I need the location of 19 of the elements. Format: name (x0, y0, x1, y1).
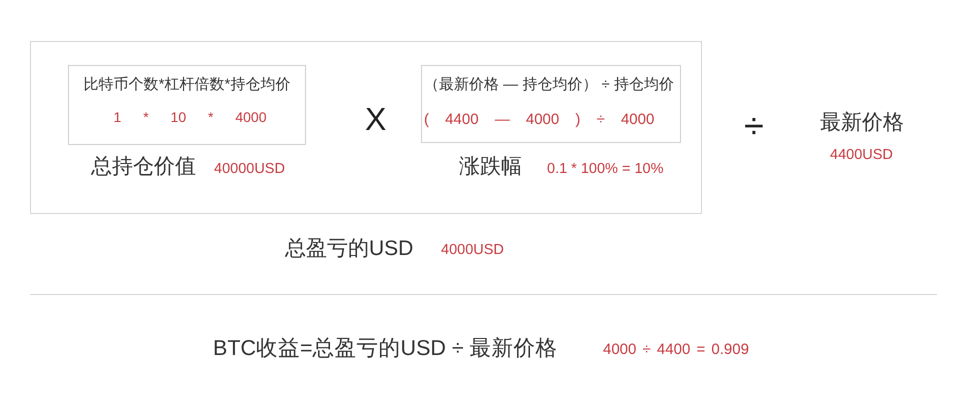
numbers-text: ( 4400 — 4000 ) ÷ 4000 (424, 110, 654, 130)
label-text: 最新价格 (820, 110, 904, 136)
caption-text: 总盈亏的USD (285, 236, 414, 262)
value-text: 40000USD (214, 160, 285, 178)
value-text: 4000USD (441, 241, 504, 260)
value-text: 4400USD (830, 146, 893, 164)
formula-text: （最新价格 — 持仓均价） ÷ 持仓均价 (424, 76, 674, 95)
value-text: 0.1 * 100% = 10% (547, 160, 664, 178)
multiply-sign: X (365, 100, 386, 139)
formula-box (68, 65, 306, 145)
numbers-text: 1 * 10 * 4000 (112, 108, 266, 126)
outer-frame (30, 41, 702, 214)
caption-text: 涨跌幅 (459, 154, 522, 180)
formula-text: 比特币个数*杠杆倍数*持仓均价 (84, 76, 290, 95)
divide-sign: ÷ (744, 104, 764, 148)
formula-box (421, 65, 681, 143)
value-text: 4000 ÷ 4400 = 0.909 (603, 341, 749, 360)
formula-text: BTC收益=总盈亏的USD ÷ 最新价格 (213, 335, 558, 362)
caption-text: 总持仓价值 (91, 154, 196, 180)
